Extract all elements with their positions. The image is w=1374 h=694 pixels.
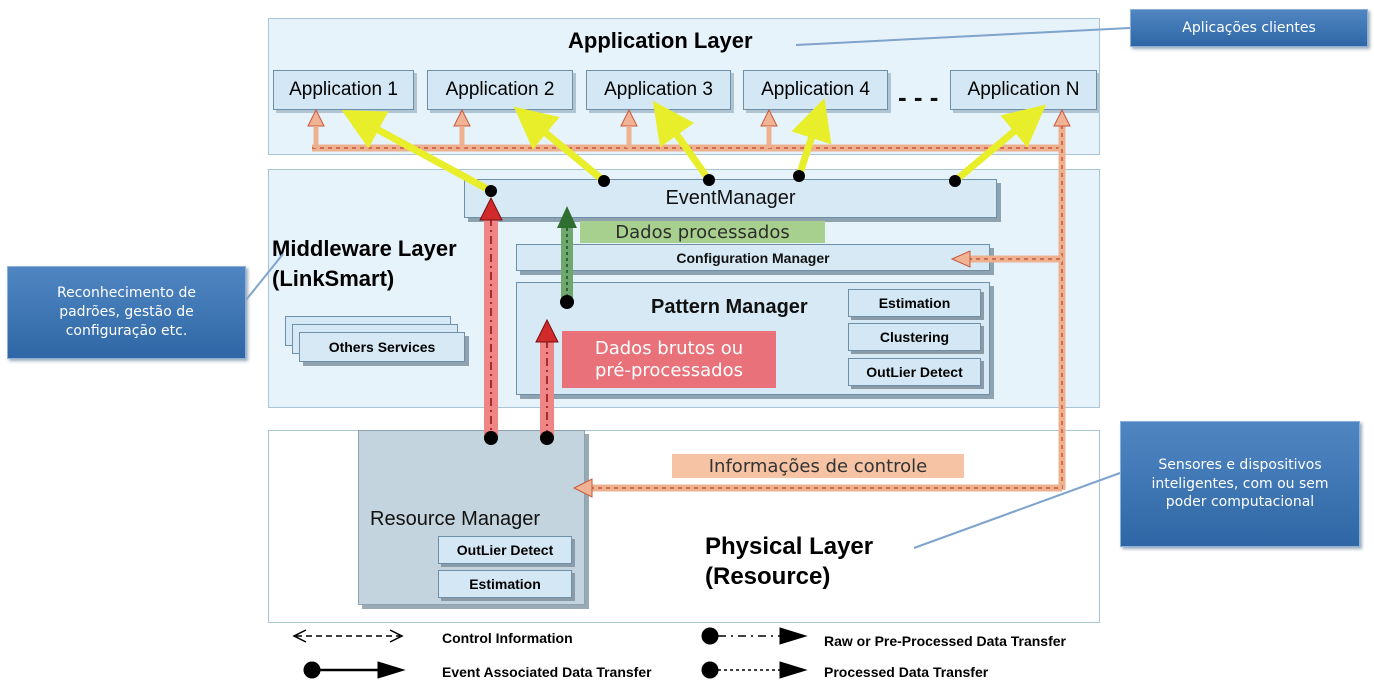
callout-client-applications: Aplicações clientes [1130,9,1368,47]
physical-layer-title-line2: (Resource) [705,563,831,590]
others-services-label: Others Services [328,339,436,355]
application-3-box: Application 3 [586,70,731,110]
event-dots [485,170,961,197]
legend-raw-transfer: Raw or Pre-Processed Data Transfer [824,633,1066,649]
control-info-bus [307,108,1071,498]
application-2-box: Application 2 [427,70,573,110]
processed-data-arrow [557,206,577,309]
resource-manager-label: Resource Manager [370,508,541,530]
callout-sensors-devices: Sensores e dispositivos inteligentes, co… [1120,421,1360,547]
pattern-clustering-box: Clustering [848,323,981,351]
resource-estimation-box: Estimation [438,570,572,598]
legend-processed-transfer: Processed Data Transfer [824,664,989,680]
physical-layer-title-line1: Physical Layer [705,533,874,560]
resource-outlier-detect-box: OutLier Detect [438,536,572,564]
callout-pattern-recognition: Reconhecimento de padrões, gestão de con… [7,266,246,359]
middleware-layer-title-line2: (LinkSmart) [272,266,395,291]
pattern-outlier-detect-box: OutLier Detect [848,358,981,386]
application-layer-title: Application Layer [568,28,753,53]
configuration-manager-box: Configuration Manager [516,244,990,271]
physical-layer-title: Physical Layer (Resource) [705,532,873,592]
control-info-tag: Informações de controle [672,454,964,478]
event-manager-label: EventManager [665,187,796,209]
application-n-box: Application N [950,70,1097,110]
middleware-layer-title-line1: Middleware Layer [272,236,457,261]
configuration-manager-label: Configuration Manager [676,249,830,266]
middleware-layer-title: Middleware Layer (LinkSmart) [272,234,457,294]
processed-data-tag: Dados processados [580,221,825,243]
application-1-box: Application 1 [273,70,414,110]
legend-glyphs [292,627,808,679]
legend-event-transfer: Event Associated Data Transfer [442,664,652,680]
legend-control-information: Control Information [442,630,573,646]
pattern-estimation-box: Estimation [848,289,981,317]
pattern-manager-label: Pattern Manager [651,296,808,318]
raw-data-arrows [479,196,559,445]
raw-data-tag: Dados brutos ou pré-processados [562,331,776,388]
raw-data-tag-line2: pré-processados [594,359,744,381]
raw-data-tag-line1: Dados brutos ou [594,337,744,359]
event-manager-box: EventManager [464,179,997,218]
callout-pointers [245,27,1131,549]
others-services-box: Others Services [299,332,465,362]
applications-ellipsis: - - - [898,82,939,112]
event-arrows [341,98,1047,195]
